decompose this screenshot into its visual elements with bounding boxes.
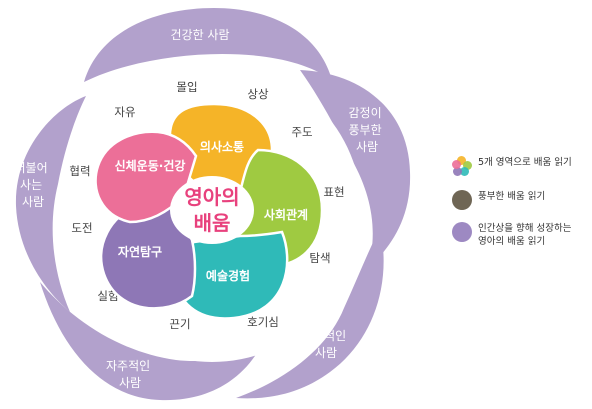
label-together-person: 더불어 사는 사람 [15,161,52,209]
label-healthy-person: 건강한 사람 [170,28,229,42]
domain-labels: 의사소통 신체운동·건강 사회관계 자연탐구 예술경험 [115,139,308,283]
center-title: 영아의 배움 [182,183,241,237]
legend-item-human-image: 인간상을 향해 성장하는 영아의 배움 읽기 [452,222,571,248]
keyword-initiative: 주도 [291,125,312,139]
purple-circle-icon [452,222,472,242]
domain-nature-inquiry: 자연탐구 [118,244,162,259]
keyword-cooperation: 협력 [69,164,90,178]
domain-physical-health: 신체운동·건강 [115,158,186,173]
outer-petal-healthy [84,8,332,82]
outer-petal-together [15,96,86,312]
keyword-expression: 표현 [323,185,344,199]
outer-petal-creative [236,228,384,399]
label-creative-person: 창의적인 사람 [302,329,350,360]
keyword-imagination: 상상 [247,87,269,101]
center-blob [170,176,254,244]
center-title-line1: 영아의 [184,185,239,209]
keyword-immersion: 몰입 [176,80,197,94]
legend-item-rich-learning: 풍부한 배움 읽기 [452,190,545,210]
keyword-freedom: 자유 [114,105,135,119]
legend-item-five-domains: 5개 영역으로 배움 읽기 [452,156,572,176]
multicolor-flower-icon [452,156,472,176]
domain-flower [94,102,324,320]
outer-petal-emotional [300,70,411,268]
keyword-exploration: 탐색 [309,251,330,265]
outer-petal-independent [40,282,262,401]
keyword-curiosity: 호기심 [247,315,279,329]
keyword-persistence: 끈기 [169,317,190,331]
legend-label-five-domains: 5개 영역으로 배움 읽기 [478,157,572,168]
legend-label-human-image: 인간상을 향해 성장하는 영아의 배움 읽기 [478,223,572,247]
keyword-challenge: 도전 [71,221,92,235]
outer-ring [15,8,411,401]
outer-ring-labels: 건강한 사람 감정이 풍부한 사람 창의적인 사람 자주적인 사람 더불어 사는… [15,28,386,390]
legend-label-rich-learning: 풍부한 배움 읽기 [478,191,546,202]
center-title-line2: 배움 [194,211,231,235]
domain-communication: 의사소통 [200,139,244,154]
label-emotional-person: 감정이 풍부한 사람 [349,106,386,154]
domain-art-experience: 예술경험 [206,268,250,283]
brown-circle-icon [452,190,472,210]
domain-social-relations: 사회관계 [264,207,308,222]
label-independent-person: 자주적인 사람 [106,359,154,390]
